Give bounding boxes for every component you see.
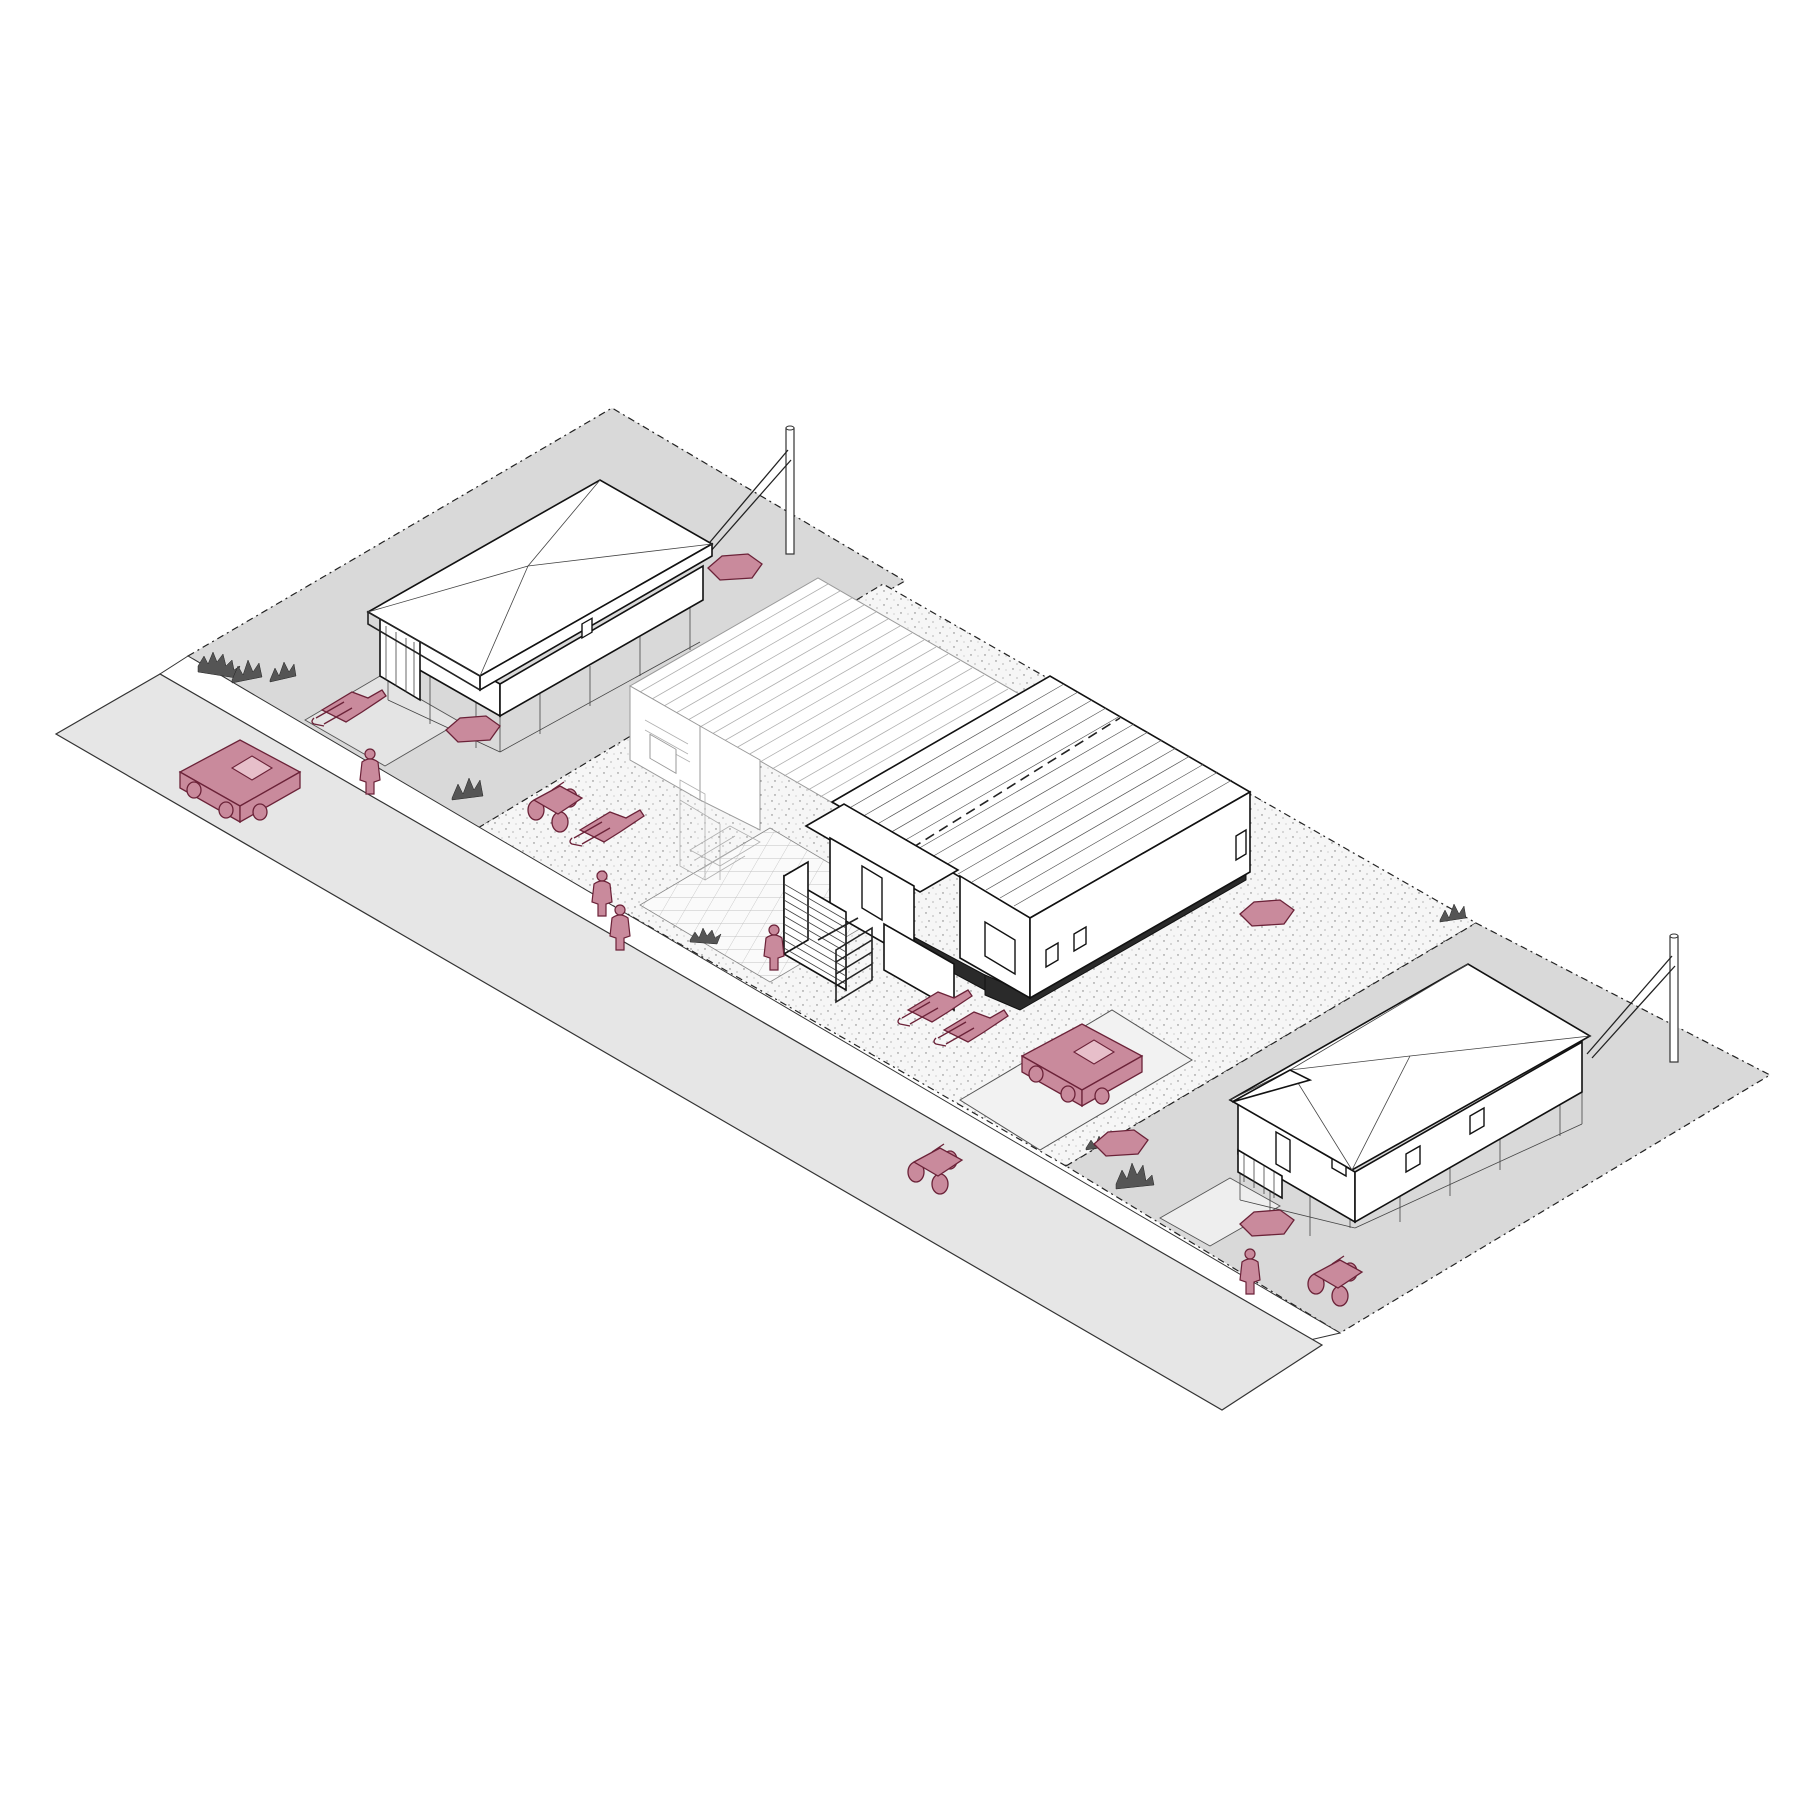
pickup-truck-icon xyxy=(1020,1023,1144,1108)
shrub-icon xyxy=(1439,903,1467,923)
house-right xyxy=(1228,963,1592,1236)
boulder-icon xyxy=(1239,899,1295,927)
utility-pole-left xyxy=(704,425,795,555)
person-icon xyxy=(359,748,381,795)
path-right xyxy=(1159,1177,1281,1247)
boulder-icon xyxy=(445,715,501,743)
utility-pole-icon xyxy=(785,427,795,555)
boulder-icon xyxy=(1093,1129,1149,1157)
atv-icon xyxy=(527,781,584,833)
shrub-icon xyxy=(689,927,722,945)
house-icon xyxy=(366,479,714,753)
pickup-truck-icon xyxy=(178,739,302,824)
new-addition xyxy=(783,675,1252,1012)
atv-icon xyxy=(907,1143,964,1195)
atv-icon xyxy=(1307,1255,1364,1307)
boulder-icon xyxy=(707,553,763,581)
house-icon xyxy=(1228,963,1592,1236)
accent-objects xyxy=(178,553,1364,1307)
person-icon xyxy=(763,924,785,971)
utility-pole-icon xyxy=(1669,935,1679,1063)
snowmobile-icon xyxy=(311,689,387,727)
shrubs xyxy=(197,651,1467,1190)
utility-pole-right xyxy=(1586,933,1679,1063)
snowmobile-icon xyxy=(897,989,973,1027)
snowmobile-icon xyxy=(569,809,645,847)
person-icon xyxy=(1239,1248,1261,1295)
person-icon xyxy=(591,870,613,917)
boulder-icon xyxy=(1239,1209,1295,1237)
shrub-icon xyxy=(451,777,484,801)
shrub-icon xyxy=(231,659,263,684)
main-house xyxy=(628,577,1252,1012)
shrub-icon xyxy=(1115,1162,1155,1190)
person-icon xyxy=(609,904,631,951)
snowmobile-icon xyxy=(933,1009,1009,1047)
street xyxy=(54,673,1324,1411)
house-left xyxy=(366,479,714,753)
slatted-porch xyxy=(783,860,955,1012)
shrub-icon xyxy=(269,661,297,683)
